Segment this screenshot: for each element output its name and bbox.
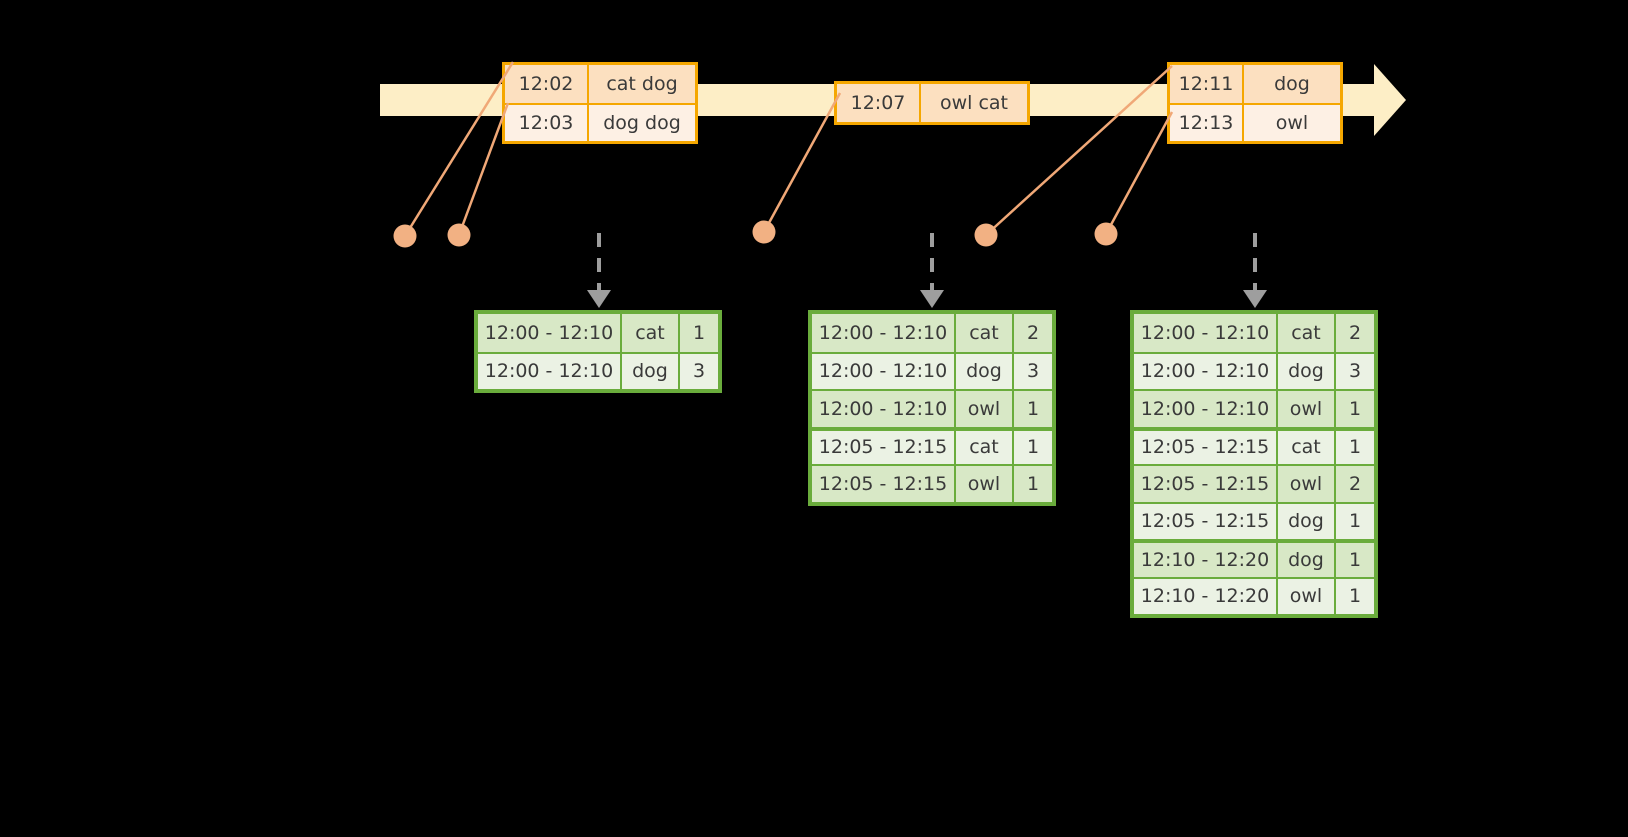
window-cell: 12:00 - 12:10 <box>478 353 622 389</box>
count-cell: 1 <box>1336 543 1374 577</box>
event-value: owl <box>1244 105 1340 141</box>
event-dot-icon <box>974 223 998 247</box>
event-dot-icon <box>752 220 776 244</box>
window-cell: 12:10 - 12:20 <box>1134 578 1278 614</box>
event-value: dog <box>1244 65 1340 103</box>
event-value: owl cat <box>921 84 1027 122</box>
event-value: cat dog <box>589 65 695 103</box>
event-row: 12:03 dog dog <box>505 103 695 141</box>
count-cell: 2 <box>1014 314 1052 352</box>
dashed-arrow-head-icon <box>1243 290 1267 308</box>
count-cell: 1 <box>1336 503 1374 539</box>
key-cell: cat <box>1278 430 1336 464</box>
event-time: 12:13 <box>1170 105 1244 141</box>
event-time: 12:03 <box>505 105 589 141</box>
dashed-arrow-head-icon <box>587 290 611 308</box>
window-cell: 12:00 - 12:10 <box>1134 314 1278 352</box>
key-cell: dog <box>1278 543 1336 577</box>
key-cell: owl <box>1278 466 1336 502</box>
key-cell: cat <box>956 314 1014 352</box>
connector-line <box>457 102 510 236</box>
event-value: dog dog <box>589 105 695 141</box>
event-box-2: 12:07 owl cat <box>834 81 1030 125</box>
count-cell: 2 <box>1336 314 1374 352</box>
event-box-1: 12:02 cat dog 12:03 dog dog <box>502 62 698 144</box>
window-cell: 12:05 - 12:15 <box>1134 466 1278 502</box>
event-box-3: 12:11 dog 12:13 owl <box>1167 62 1343 144</box>
count-cell: 1 <box>1014 391 1052 427</box>
window-cell: 12:00 - 12:10 <box>812 391 956 427</box>
window-cell: 12:00 - 12:10 <box>478 314 622 352</box>
event-row: 12:02 cat dog <box>505 65 695 103</box>
dashed-arrow-head-icon <box>920 290 944 308</box>
event-dot-icon <box>393 224 417 248</box>
count-cell: 1 <box>1336 430 1374 464</box>
key-cell: dog <box>622 353 680 389</box>
event-time: 12:11 <box>1170 65 1244 103</box>
key-cell: cat <box>1278 314 1336 352</box>
count-cell: 1 <box>1336 578 1374 614</box>
key-cell: owl <box>1278 391 1336 427</box>
window-cell: 12:10 - 12:20 <box>1134 543 1278 577</box>
connector-line <box>1104 111 1174 235</box>
timeline-arrowhead-icon <box>1374 64 1406 136</box>
key-cell: dog <box>956 353 1014 389</box>
key-cell: cat <box>622 314 680 352</box>
window-cell: 12:00 - 12:10 <box>812 353 956 389</box>
key-cell: dog <box>1278 503 1336 539</box>
key-cell: owl <box>956 391 1014 427</box>
event-dot-icon <box>447 223 471 247</box>
key-cell: owl <box>956 466 1014 502</box>
event-row: 12:07 owl cat <box>837 84 1027 122</box>
event-time: 12:02 <box>505 65 589 103</box>
count-cell: 3 <box>680 353 718 389</box>
event-time: 12:07 <box>837 84 921 122</box>
event-row: 12:13 owl <box>1170 103 1340 141</box>
window-cell: 12:00 - 12:10 <box>1134 391 1278 427</box>
event-row: 12:11 dog <box>1170 65 1340 103</box>
key-cell: dog <box>1278 353 1336 389</box>
window-cell: 12:05 - 12:15 <box>812 430 956 464</box>
key-cell: owl <box>1278 578 1336 614</box>
count-cell: 3 <box>1014 353 1052 389</box>
window-cell: 12:05 - 12:15 <box>1134 503 1278 539</box>
count-cell: 1 <box>1014 466 1052 502</box>
window-cell: 12:00 - 12:10 <box>1134 353 1278 389</box>
window-cell: 12:05 - 12:15 <box>812 466 956 502</box>
count-cell: 1 <box>680 314 718 352</box>
count-cell: 1 <box>1336 391 1374 427</box>
window-cell: 12:00 - 12:10 <box>812 314 956 352</box>
key-cell: cat <box>956 430 1014 464</box>
window-cell: 12:05 - 12:15 <box>1134 430 1278 464</box>
event-dot-icon <box>1094 222 1118 246</box>
count-cell: 2 <box>1336 466 1374 502</box>
count-cell: 1 <box>1014 430 1052 464</box>
count-cell: 3 <box>1336 353 1374 389</box>
